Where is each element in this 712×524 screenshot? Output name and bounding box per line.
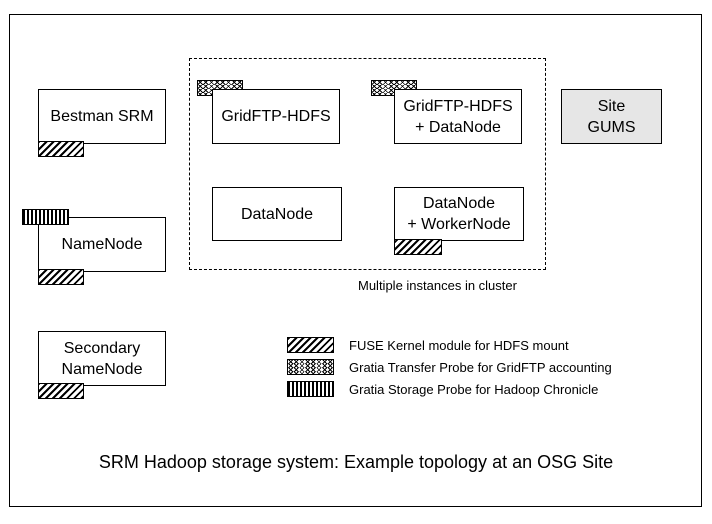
secondary-namenode-node: Secondary NameNode [38,331,166,386]
legend-transfer-swatch [287,359,334,375]
secondary-namenode-line1: Secondary [63,339,141,357]
namenode-node: NameNode [38,217,166,272]
gridftp-hdfs-datanode-line1: GridFTP-HDFS [403,97,513,115]
namenode-label: NameNode [61,236,143,253]
legend-fuse-label: FUSE Kernel module for HDFS mount [349,338,569,353]
legend-transfer-label: Gratia Transfer Probe for GridFTP accoun… [349,360,612,375]
storage-probe-tag [22,209,69,225]
cluster-caption: Multiple instances in cluster [358,278,517,293]
datanode-label: DataNode [240,205,314,223]
fuse-module-tag [38,141,84,157]
legend-storage-label: Gratia Storage Probe for Hadoop Chronicl… [349,382,599,397]
gridftp-hdfs-datanode-line2: + DataNode [415,118,501,136]
cluster-group [189,58,546,270]
fuse-module-tag [394,239,442,255]
secondary-namenode-line2: NameNode [61,360,143,378]
datanode-workernode-line2: + WorkerNode [407,216,511,233]
legend-storage-swatch [287,381,334,397]
diagram-frame [9,14,702,507]
fuse-module-tag [38,269,84,285]
diagram-title: SRM Hadoop storage system: Example topol… [98,452,614,472]
datanode-workernode-node: DataNode + WorkerNode [394,187,524,241]
datanode-workernode-line1: DataNode [422,195,496,212]
datanode-node: DataNode [212,187,342,241]
bestman-srm-label: Bestman SRM [50,108,154,125]
bestman-srm-node: Bestman SRM [38,89,166,144]
site-gums-line2: GUMS [587,118,636,136]
gridftp-hdfs-datanode-node: GridFTP-HDFS + DataNode [394,89,522,144]
gridftp-hdfs-node: GridFTP-HDFS [212,89,340,144]
site-gums-node: Site GUMS [561,89,662,144]
fuse-module-tag [38,383,84,399]
gridftp-hdfs-label: GridFTP-HDFS [221,108,331,125]
site-gums-line1: Site [597,97,626,115]
legend-fuse-swatch [287,337,334,353]
